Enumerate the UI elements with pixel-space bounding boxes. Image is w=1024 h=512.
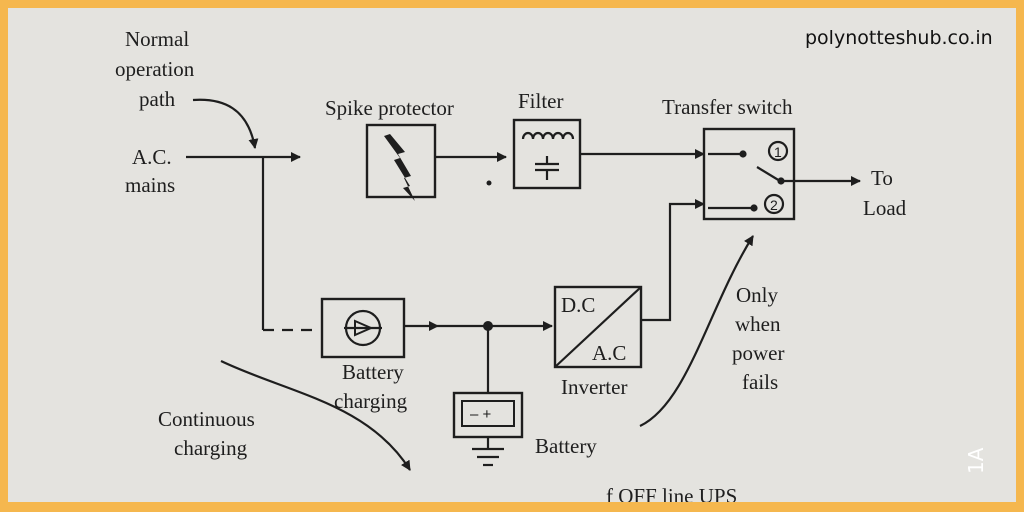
ac-mains-label: A.C. mains: [125, 145, 175, 197]
inductor-icon: [521, 131, 575, 140]
bottom-caption-cutoff: f OFF line UPS: [606, 484, 737, 502]
diode-icon: [354, 319, 374, 337]
lightning-bolt-icon: [384, 134, 415, 201]
svg-text:path: path: [139, 87, 176, 111]
battery-polarity: – +: [470, 406, 492, 423]
battery-icon: [461, 400, 515, 427]
svg-text:Only: Only: [736, 283, 779, 307]
only-when-power-fails-label: Only when power fails: [732, 283, 784, 394]
svg-text:power: power: [732, 341, 784, 365]
svg-text:To: To: [871, 166, 893, 190]
watermark-text: polynotteshub.co.in: [805, 27, 993, 49]
position-1-number: 1: [774, 144, 782, 160]
ground-icon: [472, 447, 504, 467]
transfer-switch-box: [702, 127, 796, 221]
switch-arm: [756, 166, 781, 182]
battery-label: Battery: [535, 434, 597, 458]
photo-frame: polynotteshub.co.in 1A Normal operation …: [8, 8, 1016, 502]
spike-protector-box: [365, 123, 437, 199]
power-fail-arrow: [639, 235, 754, 427]
dot-mark: [486, 180, 492, 186]
svg-text:operation: operation: [115, 57, 195, 81]
battery-charging-label: Battery charging: [334, 360, 408, 413]
side-mark: 1A: [964, 447, 988, 474]
svg-text:charging: charging: [334, 389, 408, 413]
switch-contact-1: [739, 150, 747, 158]
inverter-dc-label: D.C: [561, 293, 595, 317]
continuous-charging-label: Continuous charging: [158, 407, 255, 460]
transfer-switch-label: Transfer switch: [662, 95, 793, 119]
filter-label: Filter: [518, 89, 564, 113]
svg-text:when: when: [735, 312, 781, 336]
position-2-number: 2: [770, 197, 778, 213]
inverter-ac-label: A.C: [592, 341, 626, 365]
svg-text:Normal: Normal: [125, 27, 189, 51]
continuous-charging-arrow: [220, 360, 411, 471]
position-1-circle: [767, 140, 789, 162]
inverter-label: Inverter: [561, 375, 627, 399]
svg-text:A.C.: A.C.: [132, 145, 172, 169]
spike-protector-label: Spike protector: [325, 96, 454, 120]
svg-text:Load: Load: [863, 196, 907, 220]
inverter-diagonal: [554, 286, 642, 368]
position-2-circle: [763, 193, 785, 215]
inverter-to-switch-line: [641, 199, 705, 322]
svg-text:mains: mains: [125, 173, 175, 197]
svg-text:Battery: Battery: [342, 360, 404, 384]
switch-contact-2: [750, 204, 758, 212]
capacitor-icon: [535, 156, 559, 180]
ups-block-diagram: polynotteshub.co.in 1A Normal operation …: [115, 27, 993, 502]
to-load-label: To Load: [863, 166, 907, 220]
inverter-box: [553, 285, 643, 369]
svg-text:charging: charging: [174, 436, 248, 460]
battery-charger-box: [320, 297, 406, 359]
svg-text:Continuous: Continuous: [158, 407, 255, 431]
normal-operation-path-label: Normal operation path: [115, 27, 195, 111]
normal-path-arrow: [192, 98, 259, 149]
svg-text:fails: fails: [742, 370, 778, 394]
